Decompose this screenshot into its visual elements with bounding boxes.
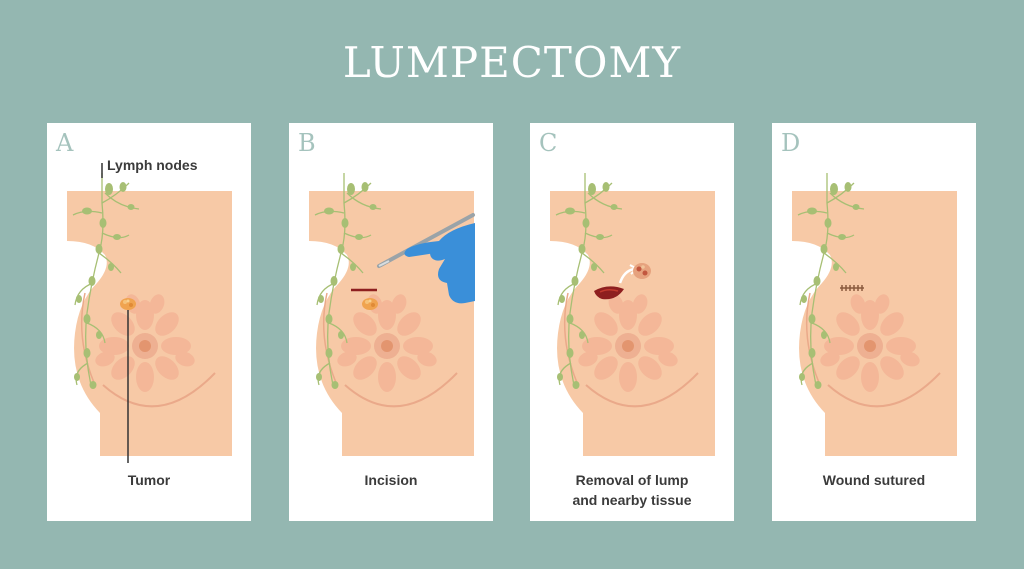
page-title: LUMPECTOMY bbox=[342, 38, 682, 87]
breast-illustration-d bbox=[791, 172, 958, 457]
panel-c: C Removal of lump and nearby tissue bbox=[530, 123, 734, 521]
suture-mark bbox=[840, 285, 864, 291]
glove-icon bbox=[404, 223, 475, 304]
panel-caption: Tumor bbox=[127, 472, 171, 488]
panel-a: A Lymph nodes Tumor bbox=[47, 123, 251, 521]
panel-letter: A bbox=[56, 129, 74, 157]
panel-caption: Wound sutured bbox=[822, 472, 926, 488]
removal-arrow bbox=[618, 267, 635, 284]
panel-letter: D bbox=[781, 129, 801, 157]
panel-caption: Incision bbox=[364, 472, 418, 488]
breast-illustration-c bbox=[549, 172, 716, 457]
breast-illustration-a bbox=[66, 163, 233, 463]
removed-lump bbox=[633, 263, 651, 279]
panel-b: B Incision bbox=[289, 123, 493, 521]
caption-line-1: Removal of lump bbox=[575, 472, 689, 488]
panel-letter: B bbox=[298, 129, 316, 157]
panel-letter: C bbox=[539, 129, 558, 157]
scalpel-icon bbox=[377, 213, 475, 268]
panel-d: D Wound sutured bbox=[772, 123, 976, 521]
panel-caption: Removal of lump and nearby tissue bbox=[530, 470, 734, 510]
caption-line-2: and nearby tissue bbox=[572, 492, 692, 508]
breast-illustration-b bbox=[308, 172, 475, 457]
open-wound bbox=[594, 286, 624, 300]
lymph-nodes-label: Lymph nodes bbox=[107, 157, 198, 173]
